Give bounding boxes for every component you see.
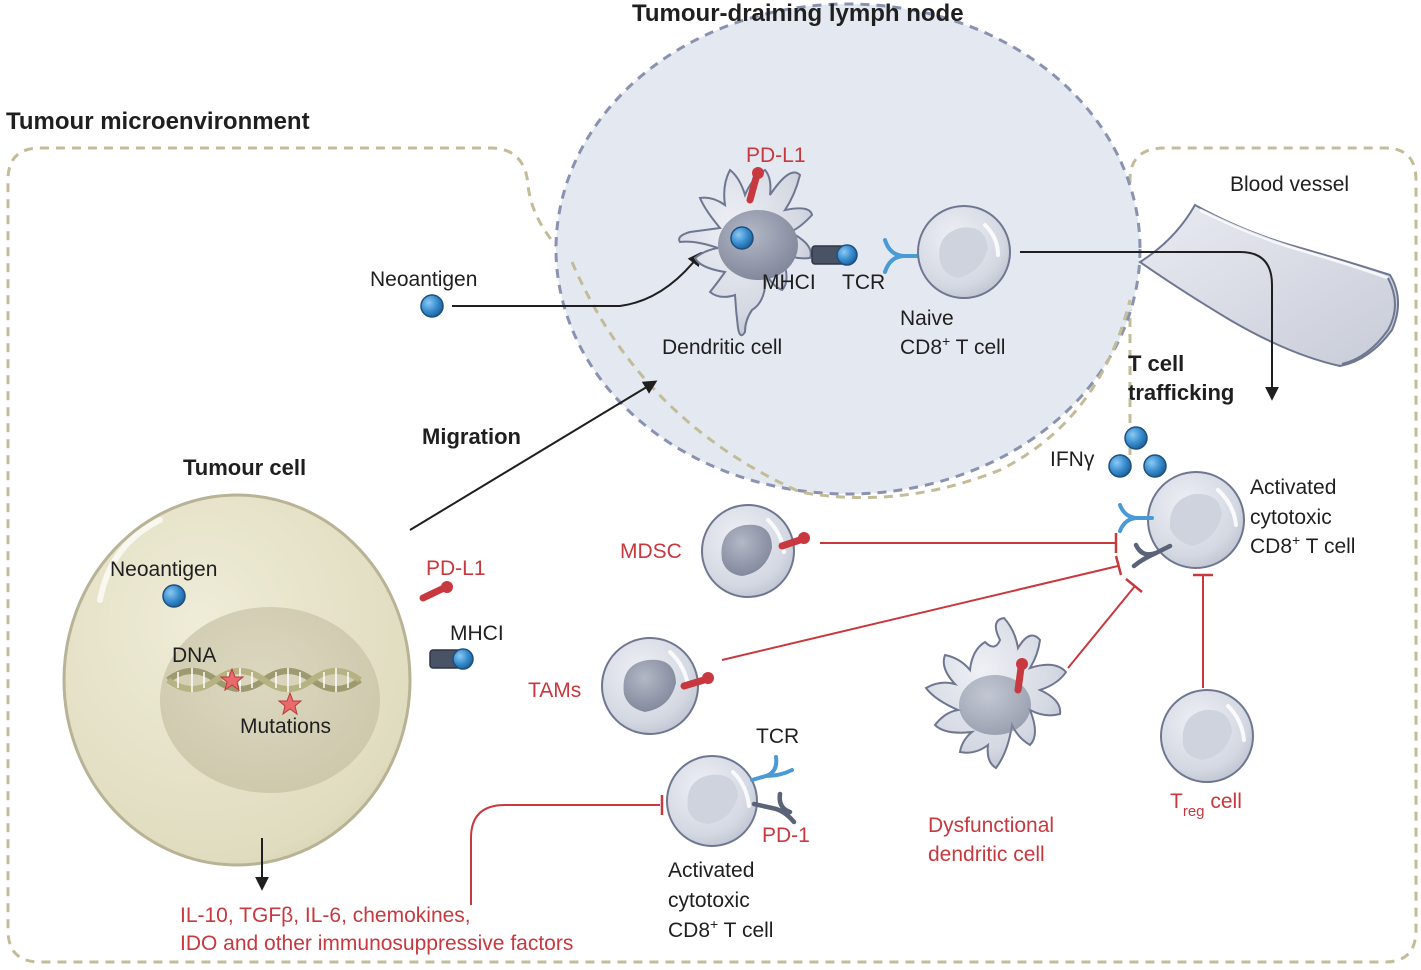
activated-t-cell-bottom (666, 755, 758, 847)
lymph-node-title: Tumour-draining lymph node (632, 0, 964, 27)
naive-t-cell (917, 205, 1011, 299)
trafficking-line1: T cell (1128, 351, 1184, 376)
dendritic-cell-label: Dendritic cell (662, 336, 782, 359)
migration-label: Migration (422, 424, 521, 449)
dys-inhibition-line (1067, 585, 1136, 669)
treg-cell (1160, 689, 1254, 783)
tcr-bottom-icon (750, 755, 794, 782)
mutations-label: Mutations (240, 715, 331, 738)
tams-label: TAMs (528, 679, 581, 702)
pdl1-dys-icon (1014, 658, 1028, 694)
pdl1-tumour-label: PD-L1 (426, 557, 486, 580)
activated-t-cell-right (1147, 471, 1245, 569)
tams-inhibition-bar (1114, 555, 1123, 576)
neoantigen-uptake-arrow (452, 251, 702, 307)
tcr-ln-icon (883, 238, 920, 274)
pdl1-mdsc-icon (778, 532, 810, 550)
neoantigen-tumour (162, 584, 186, 608)
mhci-tumour-label: MHCI (450, 622, 504, 645)
neoantigen-tumour-label: Neoantigen (110, 558, 217, 581)
pd1-bottom-icon (751, 791, 797, 825)
pdl1-dc-label: PD-L1 (746, 144, 806, 167)
microenvironment-title: Tumour microenvironment (6, 108, 310, 135)
mhci-tumour-icon (429, 648, 474, 670)
mhci-dc-label: MHCI (762, 271, 816, 294)
blood-vessel-title: Blood vessel (1230, 173, 1349, 196)
tams-cell (601, 637, 699, 735)
blood-vessel (1138, 203, 1399, 368)
act-bottom-line1: Activated (668, 859, 754, 882)
mhci-dc-icon (811, 244, 858, 266)
ifng-dot-3 (1143, 454, 1167, 478)
mdsc-cell (701, 504, 795, 598)
neoantigen-ln (420, 294, 444, 318)
pd1-right-icon (1131, 542, 1173, 569)
mutation-star-2 (277, 691, 303, 716)
tumour-nucleus (160, 607, 380, 793)
act-right-line1: Activated (1250, 476, 1336, 499)
ifng-label: IFNγ (1050, 448, 1095, 471)
act-bottom-line2: cytotoxic (668, 889, 750, 912)
tcr-ln-label: TCR (842, 271, 885, 294)
naive-line1: Naive (900, 307, 954, 330)
dysfunctional-dendritic-cell (924, 616, 1068, 770)
pd1-label: PD-1 (762, 824, 810, 847)
factors-line1: IL-10, TGFβ, IL-6, chemokines, (180, 904, 471, 927)
factors-line2: IDO and other immunosuppressive factors (180, 932, 573, 955)
mutation-star-1 (219, 667, 245, 692)
pdl1-tumour-icon (419, 581, 453, 602)
ifng-dot-1 (1124, 426, 1148, 450)
neoantigen-ln-label: Neoantigen (370, 268, 477, 291)
factors-inhibition-line (470, 804, 660, 905)
act-right-line3: CD8+ T cell (1250, 532, 1355, 558)
pdl1-tams-icon (680, 672, 714, 690)
tcr-right-icon (1118, 503, 1154, 533)
act-right-line2: cytotoxic (1250, 506, 1332, 529)
ifng-dot-2 (1108, 454, 1132, 478)
dys-inhibition-bar (1125, 578, 1143, 593)
pdl1-dc-icon (746, 167, 764, 204)
act-bottom-line3: CD8+ T cell (668, 916, 773, 942)
tumour-cell-label: Tumour cell (183, 455, 306, 480)
naive-line2: CD8+ T cell (900, 333, 1005, 359)
dna-label: DNA (172, 644, 216, 667)
migration-arrow (409, 380, 658, 531)
mdsc-label: MDSC (620, 540, 682, 563)
trafficking-line2: trafficking (1128, 380, 1234, 405)
dc-neoantigen (730, 226, 754, 250)
microenvironment-border (6, 146, 1418, 964)
trafficking-arrow (1020, 251, 1279, 401)
tcr-bottom-label: TCR (756, 725, 799, 748)
treg-label: Treg cell (1170, 790, 1242, 820)
tams-inhibition-line (721, 565, 1119, 661)
dys-line2: dendritic cell (928, 843, 1045, 866)
dys-line1: Dysfunctional (928, 814, 1054, 837)
